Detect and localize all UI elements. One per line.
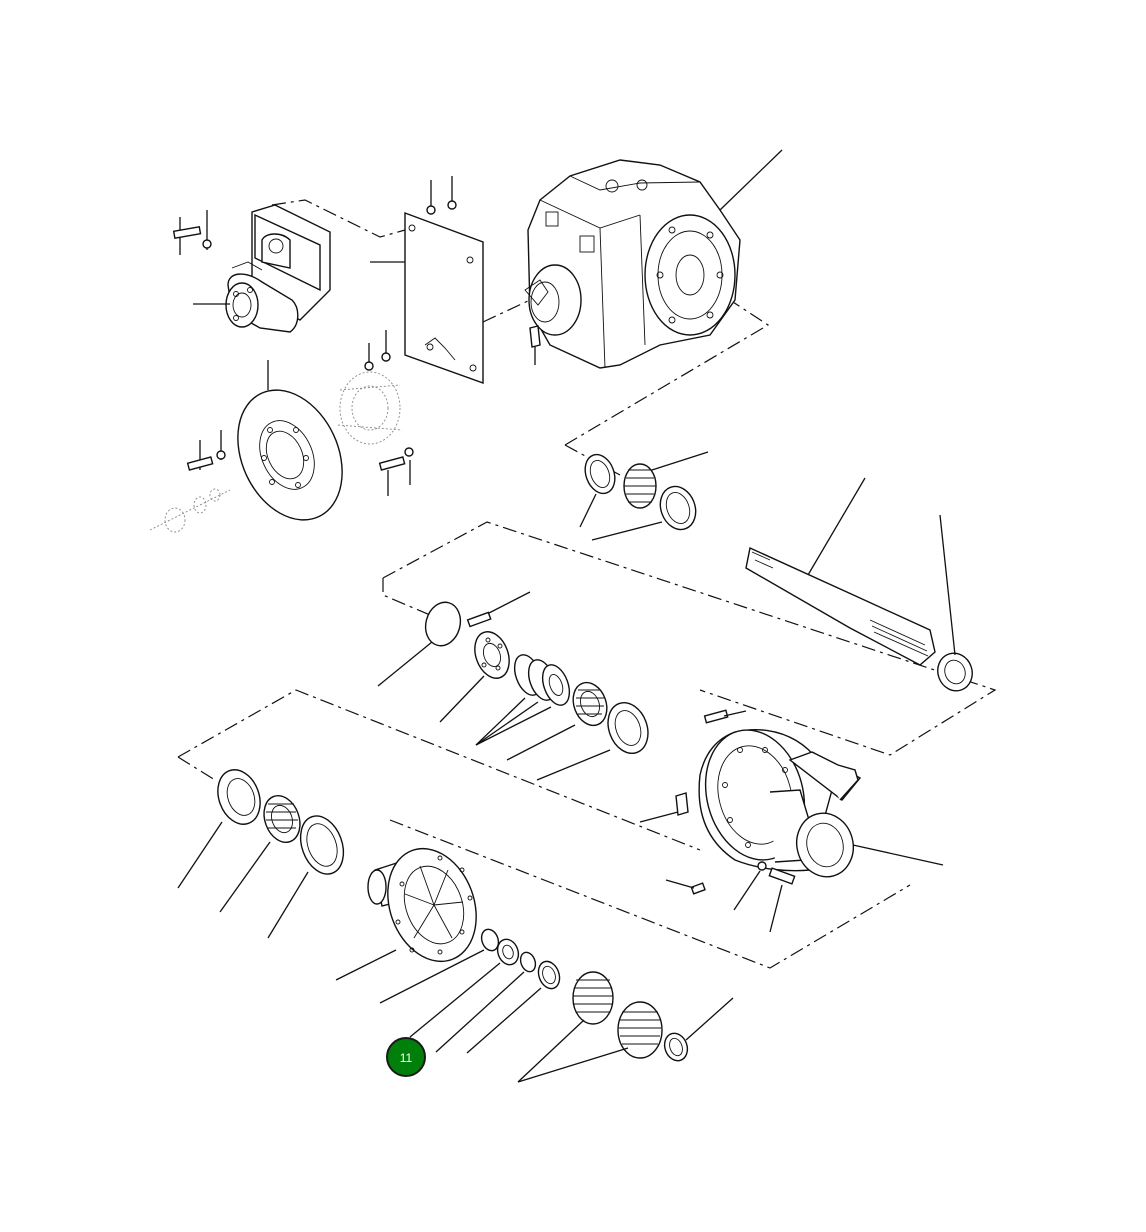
housing-bolts[interactable] xyxy=(733,861,796,933)
brake-hub-phantom xyxy=(149,371,403,533)
roller-bearing-lower[interactable] xyxy=(219,791,306,913)
breather-plug[interactable] xyxy=(639,792,689,823)
motor-bolt[interactable] xyxy=(172,210,230,305)
differential-case[interactable] xyxy=(335,836,491,981)
bearing-cup[interactable] xyxy=(536,697,655,781)
cover-bolt[interactable] xyxy=(466,591,531,628)
thrust-washer-end[interactable] xyxy=(661,997,734,1064)
side-gear-lower[interactable] xyxy=(517,1001,663,1083)
axle-shaft[interactable] xyxy=(745,477,977,696)
tapered-roller-bearing[interactable] xyxy=(506,678,613,761)
assembly-boundary-lines xyxy=(177,199,997,969)
thrust-washer-lower[interactable] xyxy=(379,927,501,1004)
thrust-washer-a[interactable] xyxy=(579,450,620,528)
callout-badge-11[interactable]: 11 xyxy=(386,1037,426,1077)
brake-disc[interactable] xyxy=(218,360,362,537)
snap-ring[interactable] xyxy=(435,950,538,1053)
plate-bolts[interactable] xyxy=(364,176,457,371)
drain-plug[interactable] xyxy=(665,879,706,895)
pinion-bushing[interactable] xyxy=(409,936,522,1038)
bearing-cover[interactable] xyxy=(439,627,515,723)
callout-label: 11 xyxy=(399,1051,413,1065)
shim-pack[interactable] xyxy=(475,651,574,746)
spacer-washer[interactable] xyxy=(466,958,563,1054)
housing-pin[interactable] xyxy=(703,709,747,724)
gearbox-housing[interactable] xyxy=(524,149,783,369)
o-ring[interactable] xyxy=(377,598,465,687)
adapter-plate[interactable] xyxy=(370,211,484,384)
axle-housing[interactable] xyxy=(692,719,944,883)
side-gear-small[interactable] xyxy=(623,451,709,509)
bearing-cup-lower[interactable] xyxy=(177,764,267,889)
disc-bolts[interactable] xyxy=(186,430,414,496)
bearing-race-lower[interactable] xyxy=(267,810,351,939)
thrust-washer-b[interactable] xyxy=(591,482,701,541)
pinion-gear[interactable] xyxy=(517,971,614,1083)
hydraulic-motor[interactable] xyxy=(225,204,331,333)
